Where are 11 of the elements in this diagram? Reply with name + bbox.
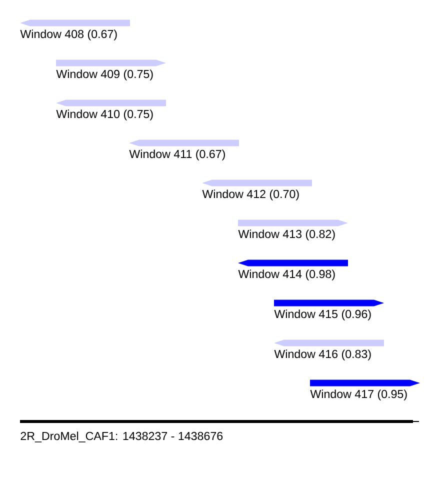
window-label: Window 416 (0.83) [274, 350, 371, 360]
window-label: Window 413 (0.82) [238, 230, 335, 240]
window-label: Window 411 (0.67) [129, 150, 225, 160]
window-label: Window 410 (0.75) [56, 110, 153, 120]
window-label: Window 414 (0.98) [238, 270, 335, 280]
window-label: Window 409 (0.75) [56, 70, 153, 80]
window-label: Window 408 (0.67) [20, 30, 117, 40]
coordinate-label: 2R_DroMel_CAF1: 1438237 - 1438676 [20, 432, 223, 442]
window-label: Window 417 (0.95) [310, 390, 407, 400]
window-label: Window 412 (0.70) [202, 190, 299, 200]
window-label: Window 415 (0.96) [274, 310, 371, 320]
